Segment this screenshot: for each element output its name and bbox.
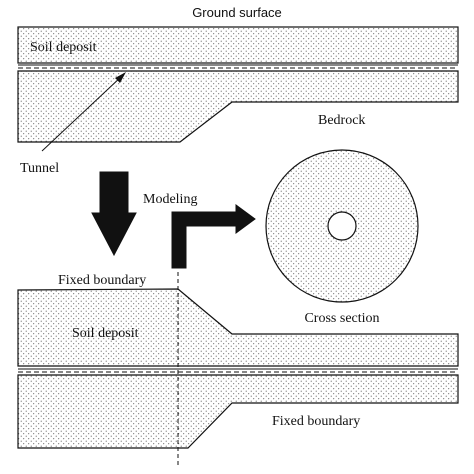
soil-deposit-layer-top	[17, 26, 459, 64]
tunnel-pointer-arrowhead	[115, 72, 126, 83]
tunnel-pointer-line	[41, 75, 123, 152]
bedrock-layer	[17, 70, 459, 143]
soil-deposit-label-top: Soil deposit	[30, 40, 97, 55]
modeling-label: Modeling	[143, 192, 197, 207]
modeling-arrow-icon	[171, 204, 256, 269]
soil-deposit-label-model: Soil deposit	[72, 326, 139, 341]
fixed-boundary-label-top: Fixed boundary	[58, 273, 146, 288]
ground-surface-label: Ground surface	[192, 5, 282, 20]
fixed-boundary-label-bottom: Fixed boundary	[272, 414, 360, 429]
tunnel-label: Tunnel	[20, 161, 59, 176]
bedrock-layer-model	[17, 374, 459, 449]
tunnel-hole	[327, 211, 357, 241]
bedrock-label: Bedrock	[318, 113, 365, 128]
down-arrow-icon	[91, 171, 137, 257]
cross-section-label: Cross section	[304, 311, 379, 326]
